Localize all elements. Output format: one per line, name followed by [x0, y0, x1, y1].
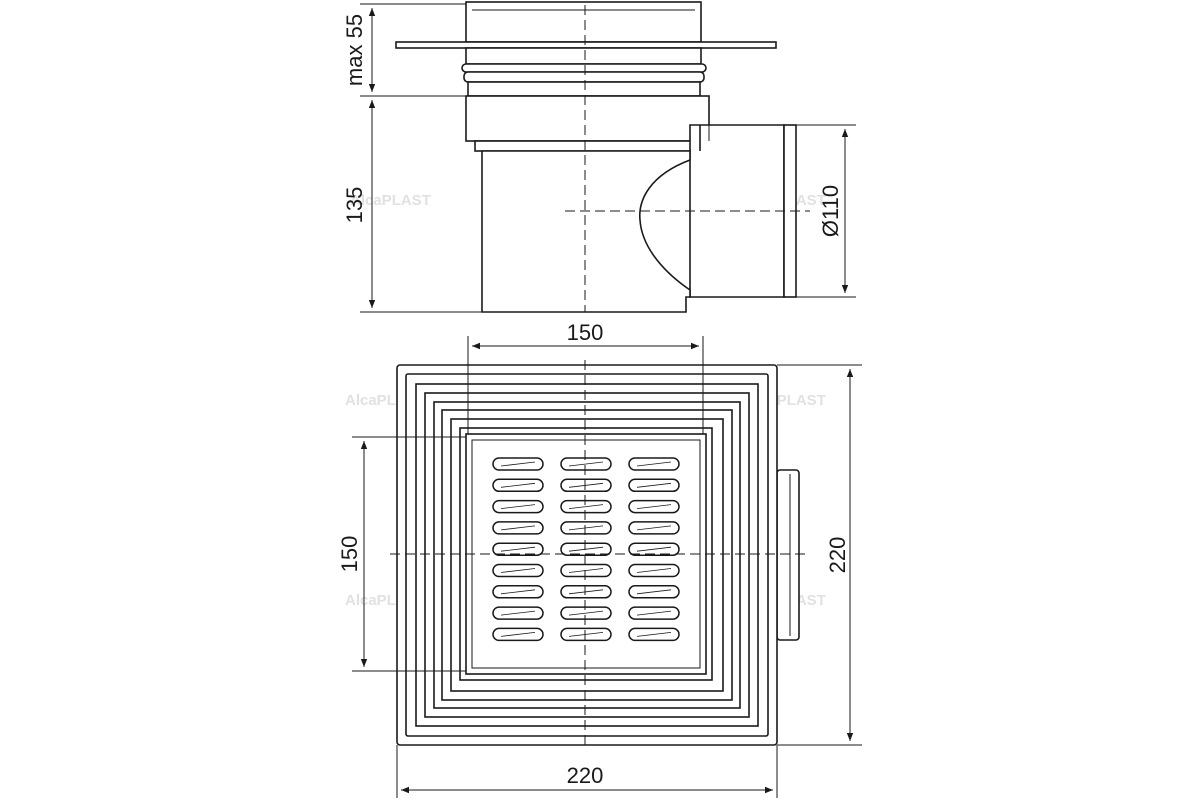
dim-grate-height-150: 150	[337, 536, 362, 573]
grate-slot-detail	[568, 525, 604, 531]
grate-slot-detail	[568, 482, 604, 488]
dim-135: 135	[342, 187, 367, 224]
grate-slot-detail	[500, 525, 536, 531]
side-rib	[461, 63, 707, 73]
grate-slots	[492, 457, 680, 642]
grate-slot-detail	[636, 610, 672, 616]
grate-slot-detail	[568, 568, 604, 573]
top-view	[390, 360, 808, 750]
top-dimensions: 150 150 220 220	[337, 320, 862, 798]
dim-body-width-220: 220	[567, 763, 604, 788]
side-dimensions: max 55 135 Ø110	[342, 3, 856, 313]
grate-slot-detail	[636, 525, 672, 531]
grate-slot-detail	[500, 568, 536, 573]
side-flange	[395, 41, 777, 49]
grate-slot-detail	[636, 461, 672, 467]
side-top-cap	[465, 1, 702, 43]
grate-slot-detail	[636, 482, 672, 488]
grate-slot-detail	[636, 504, 672, 509]
side-ring	[465, 47, 702, 65]
grate-slot-detail	[500, 632, 536, 637]
grate-slot-detail	[636, 632, 672, 637]
grate-slot-detail	[500, 546, 536, 552]
grate-slot-detail	[636, 589, 672, 595]
grate-slot-detail	[568, 504, 604, 509]
side-body-top	[465, 95, 710, 142]
top-outlet-stub	[776, 469, 800, 641]
grate-slot-detail	[636, 546, 672, 552]
dim-max-55: max 55	[342, 14, 367, 86]
side-rib	[463, 71, 705, 83]
grate-slot-detail	[568, 632, 604, 637]
dim-diameter-110: Ø110	[818, 185, 843, 237]
grate-slot-detail	[568, 546, 604, 552]
grate-slot-detail	[500, 610, 536, 616]
grate-slot-detail	[568, 589, 604, 595]
side-view	[395, 1, 810, 313]
dim-body-height-220: 220	[825, 537, 850, 574]
side-rib	[467, 81, 701, 97]
grate-slot-detail	[500, 504, 536, 509]
dim-grate-width-150: 150	[567, 320, 604, 345]
grate-slot-detail	[500, 461, 536, 467]
grate-slot-detail	[568, 610, 604, 616]
side-collar	[474, 140, 702, 152]
grate-slot-detail	[636, 568, 672, 573]
grate-slot-detail	[500, 482, 536, 488]
grate-slot-detail	[568, 461, 604, 467]
side-body-lower	[481, 150, 691, 313]
grate-slot-detail	[500, 589, 536, 595]
